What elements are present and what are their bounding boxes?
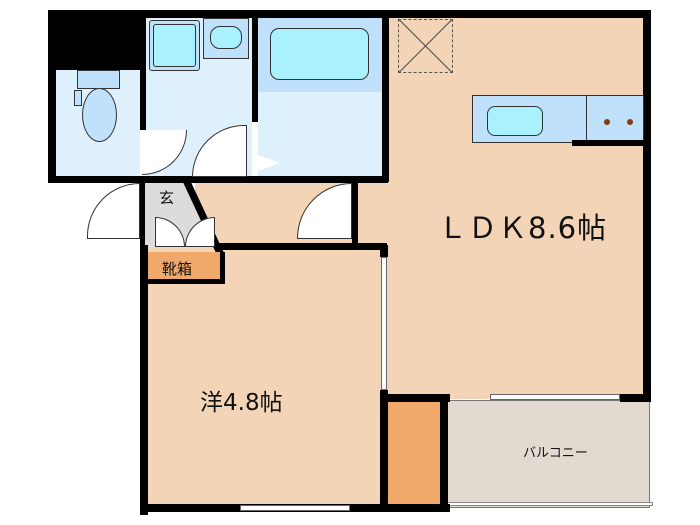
- ldk-bottom-wall-right: [620, 394, 651, 402]
- bathtub-icon: [270, 28, 369, 80]
- hall-bottom-wall: [215, 243, 387, 250]
- ldk-balcony-window[interactable]: [490, 394, 620, 400]
- western-ldk-wall: [380, 245, 388, 257]
- wall-wash-bath: [252, 10, 258, 122]
- toilet-handle: [74, 90, 82, 106]
- balcony: [447, 400, 650, 508]
- entrance-left-wall: [140, 182, 145, 252]
- wall-bath-ldk: [382, 10, 389, 182]
- sink-icon: [210, 26, 242, 49]
- counter-wall: [572, 140, 647, 146]
- shoe-box: [147, 252, 225, 284]
- bathroom-door[interactable]: [258, 155, 280, 171]
- washing-machine-icon: [153, 24, 196, 67]
- entrance-label: 玄: [159, 189, 175, 207]
- ldk-bottom-wall: [380, 394, 450, 402]
- stove-burner-icon: [604, 119, 610, 125]
- fridge-space-icon: [398, 19, 453, 73]
- shoe-box-label: 靴箱: [162, 260, 193, 278]
- western-ldk-sliding-door[interactable]: [381, 257, 387, 390]
- western-window[interactable]: [240, 505, 350, 511]
- balcony-outer-rail: [447, 502, 653, 506]
- left-wall-toilet: [48, 10, 56, 183]
- stove-burner-icon: [627, 119, 633, 125]
- western-left-wall: [140, 245, 148, 515]
- closet-balcony-wall: [440, 394, 448, 512]
- ldk-label: ＬＤＫ8.6帖: [438, 211, 608, 245]
- toilet-tank: [77, 70, 120, 89]
- hall-ldk-wall: [352, 182, 358, 247]
- hallway: [195, 180, 390, 248]
- wet-bottom-wall: [48, 176, 388, 183]
- ldk-room: [385, 14, 647, 399]
- top-wall-ldk: [385, 10, 651, 18]
- closet: [386, 402, 441, 504]
- storage-block: [48, 10, 140, 70]
- western-room: [140, 245, 390, 510]
- top-wall-left: [48, 10, 388, 18]
- western-room-label: 洋4.8帖: [200, 390, 283, 416]
- front-door[interactable]: [87, 183, 140, 239]
- balcony-label: バルコニー: [523, 446, 588, 461]
- western-ldk-wall-lower: [380, 390, 388, 505]
- wall-toilet-wash: [140, 10, 146, 130]
- counter-divider: [586, 95, 587, 140]
- toilet-bowl: [82, 88, 117, 142]
- ldk-right-wall: [643, 10, 651, 402]
- kitchen-sink-icon: [487, 106, 543, 136]
